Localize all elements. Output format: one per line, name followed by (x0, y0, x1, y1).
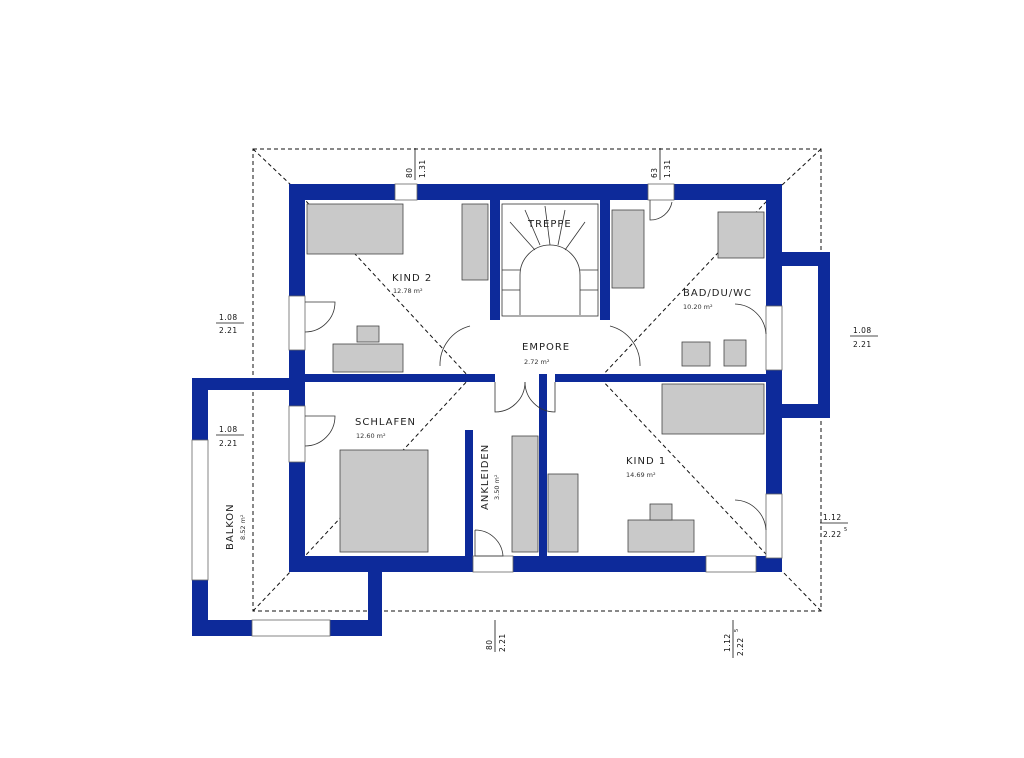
room-balkon-name: BALKON (225, 503, 236, 550)
dim-right-upper-upper: 1.08 (853, 326, 872, 335)
room-kind2-name: KIND 2 (392, 273, 432, 284)
shower (717, 211, 765, 259)
chair-kind2 (356, 325, 380, 343)
dim-bottom-center-lower: 2.21 (498, 633, 507, 652)
dim-bottom-center-upper: 80 (485, 639, 494, 650)
wardrobe-kind2 (461, 203, 489, 281)
dim-right-lower-lower: 2.22 (823, 530, 842, 539)
dim-top-left-lower: 1.31 (418, 159, 427, 178)
dim-top-right-upper: 63 (650, 167, 659, 178)
dim-top-right-lower: 1.31 (663, 159, 672, 178)
dim-left-lower-upper: 1.08 (219, 425, 238, 434)
desk-kind2 (332, 343, 404, 373)
room-empore-area: 2.72 m² (524, 358, 550, 366)
dim-top-left-upper: 80 (405, 167, 414, 178)
room-kind2-area: 12.78 m² (393, 287, 423, 295)
desk-kind1 (627, 519, 695, 553)
dim-bottom-right-sup: 5 (734, 628, 740, 632)
furniture (306, 203, 765, 553)
room-labels: KIND 2 12.78 m² TREPPE BAD/DU/WC 10.20 m… (225, 219, 752, 550)
room-ankleiden-name: ANKLEIDEN (480, 444, 491, 510)
room-bad-name: BAD/DU/WC (683, 288, 752, 299)
dim-left-lower-lower: 2.21 (219, 439, 238, 448)
wardrobe-ankleiden-right (547, 473, 579, 553)
doors (304, 200, 767, 557)
toilet (723, 339, 747, 367)
dim-left-upper-upper: 1.08 (219, 313, 238, 322)
room-kind1-name: KIND 1 (626, 456, 666, 467)
dimension-labels: 80 1.31 63 1.31 1.08 2.21 1.08 2.21 1.08… (216, 148, 878, 658)
room-kind1-area: 14.69 m² (626, 471, 656, 479)
dim-bottom-right-upper: 1.12 (723, 633, 732, 652)
room-schlafen-area: 12.60 m² (356, 432, 386, 440)
dim-left-upper-lower: 2.21 (219, 326, 238, 335)
dim-bottom-right-lower: 2.22 (736, 637, 745, 656)
bathtub (611, 209, 645, 289)
bed-kind2 (306, 203, 404, 255)
sink (681, 341, 711, 367)
windows (191, 183, 783, 637)
bed-kind1 (661, 383, 765, 435)
dim-right-lower-sup: 5 (844, 527, 848, 533)
room-schlafen-name: SCHLAFEN (355, 417, 416, 428)
dim-right-lower-upper: 1.12 (823, 513, 842, 522)
wardrobe-ankleiden-left (511, 435, 539, 553)
chair-kind1 (649, 503, 673, 521)
room-bad-area: 10.20 m² (683, 303, 713, 311)
staircase (501, 203, 599, 317)
room-ankleiden-area: 3.50 m² (493, 474, 501, 500)
room-treppe-name: TREPPE (527, 219, 572, 230)
bed-schlafen (339, 449, 429, 553)
dim-right-upper-lower: 2.21 (853, 340, 872, 349)
room-balkon-area: 8.52 m² (239, 514, 247, 540)
room-empore-name: EMPORE (522, 342, 570, 353)
